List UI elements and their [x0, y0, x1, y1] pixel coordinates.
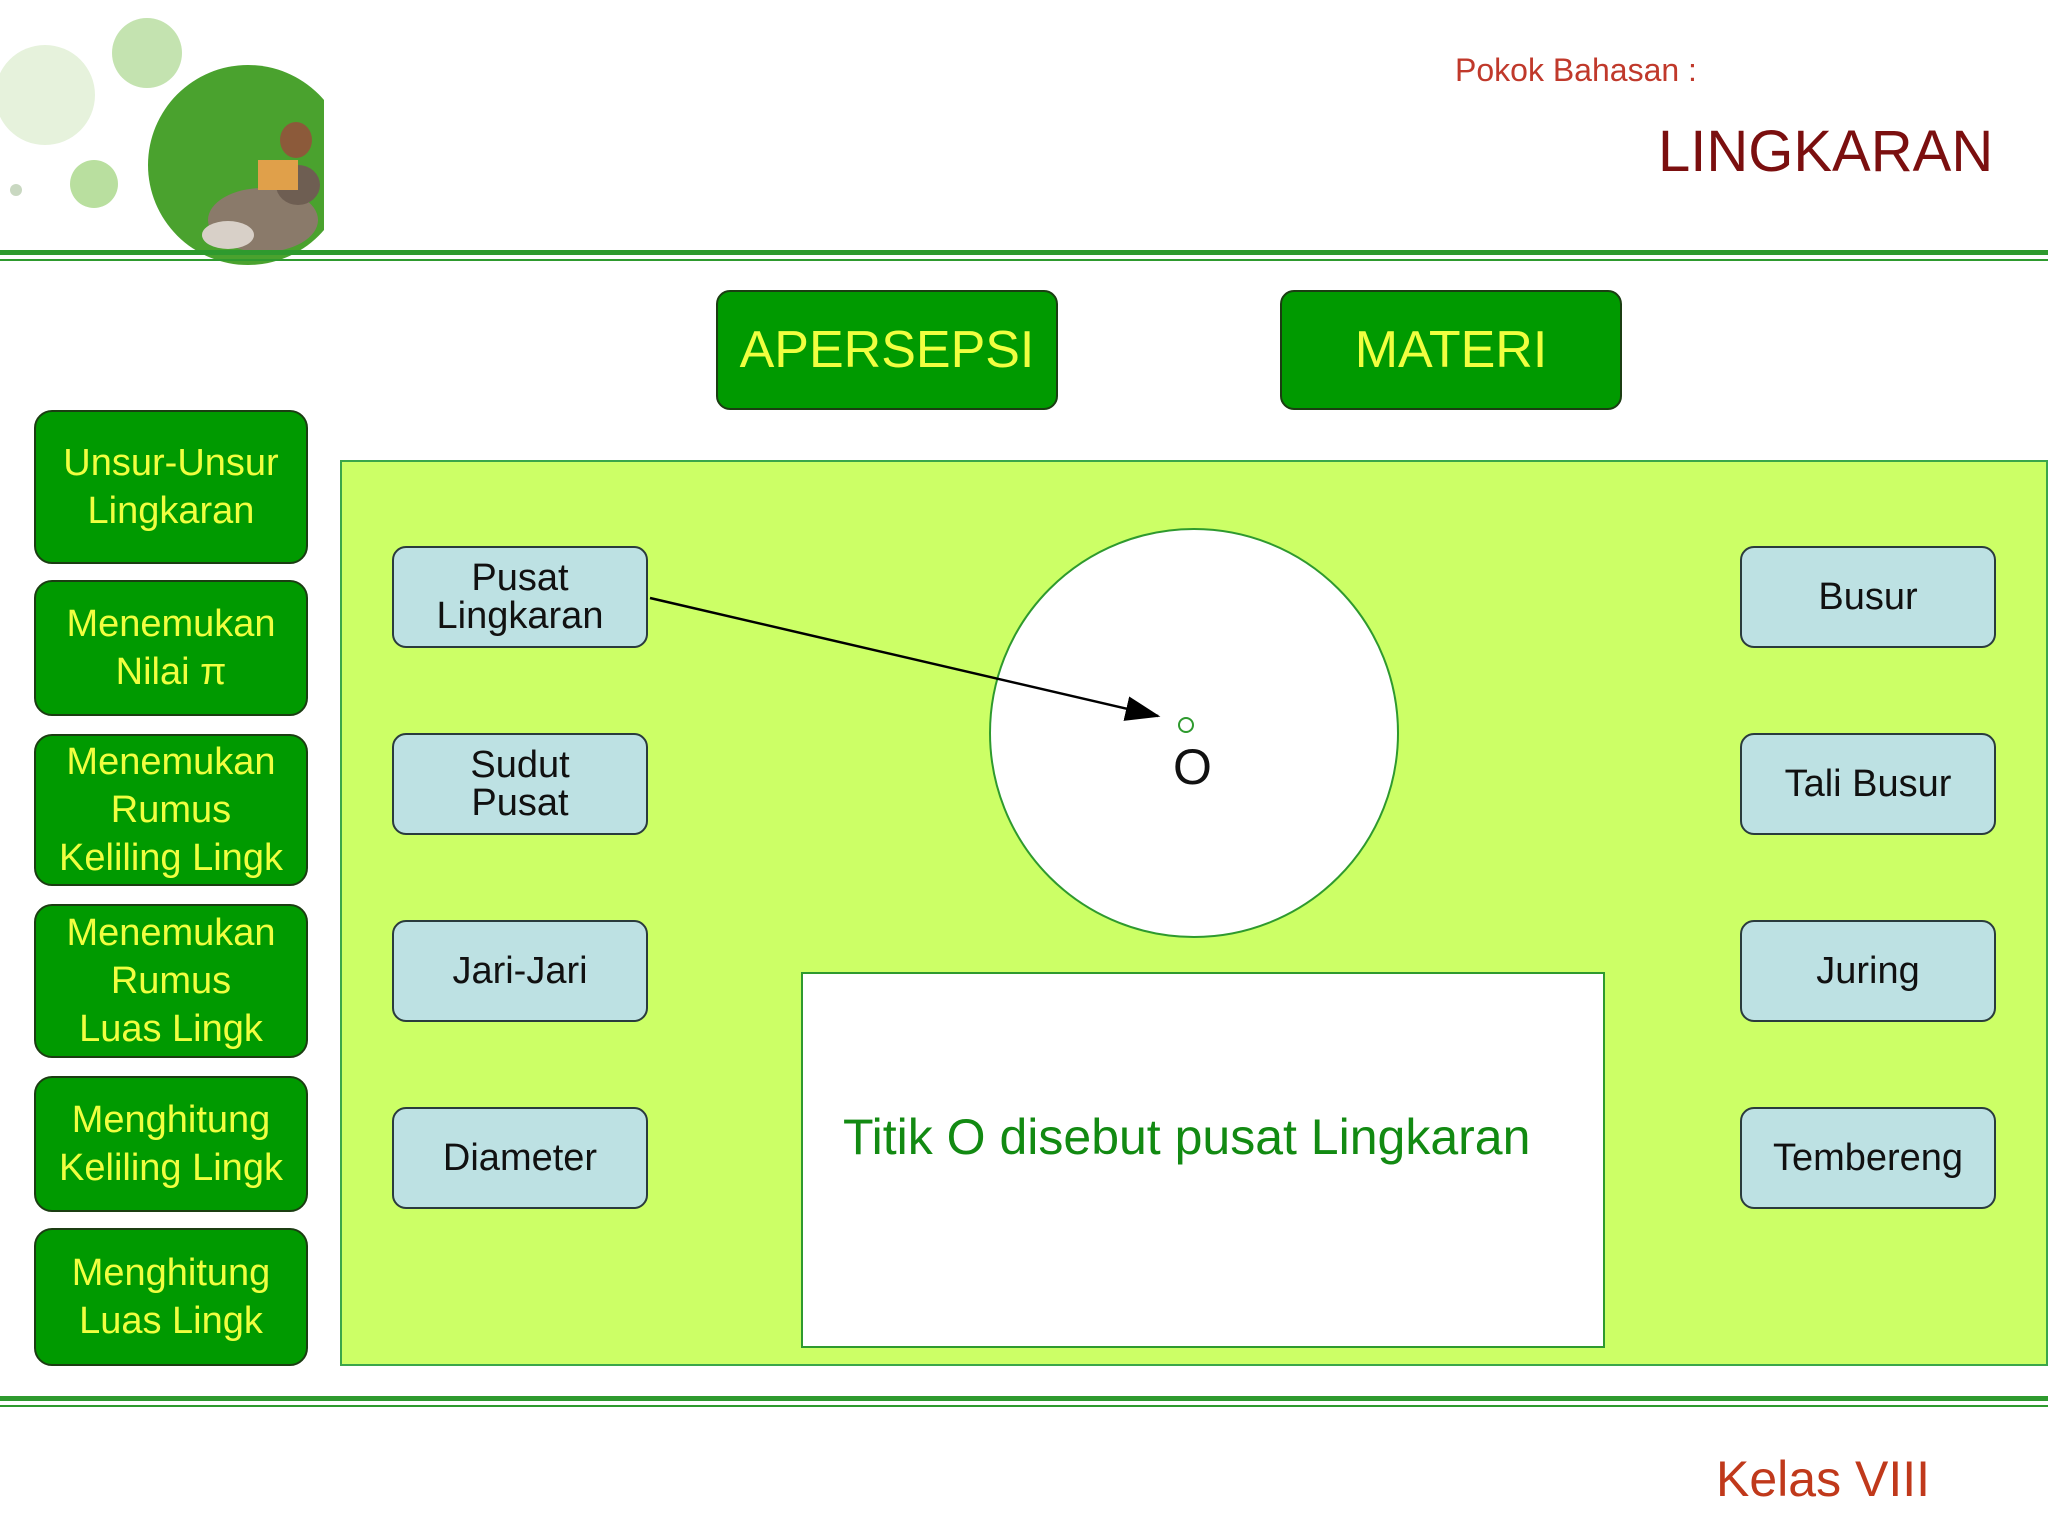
center-point	[1178, 717, 1194, 733]
decor-circle	[0, 45, 95, 145]
page-title: LINGKARAN	[1658, 119, 1994, 184]
term-pusat-lingkaran-button[interactable]: Pusat Lingkaran	[392, 546, 648, 648]
sidebar-item-rumus-luas[interactable]: Menemukan Rumus Luas Lingk	[34, 904, 308, 1058]
term-juring-button[interactable]: Juring	[1740, 920, 1996, 1022]
sidebar-item-unsur-unsur[interactable]: Unsur-Unsur Lingkaran	[34, 410, 308, 564]
term-diameter-button[interactable]: Diameter	[392, 1107, 648, 1209]
sidebar-item-nilai-pi[interactable]: Menemukan Nilai π	[34, 580, 308, 716]
pointer-arrow	[649, 596, 1161, 721]
divider	[0, 1396, 2048, 1401]
logo-mascot	[148, 65, 324, 265]
sidebar-item-label: Menemukan Nilai π	[66, 603, 276, 693]
info-box	[801, 972, 1605, 1348]
term-label: Juring	[1816, 950, 1920, 992]
term-label: Diameter	[442, 1137, 598, 1179]
subtitle: Pokok Bahasan :	[1455, 52, 1697, 88]
term-tembereng-button[interactable]: Tembereng	[1740, 1107, 1996, 1209]
decor-circle	[70, 160, 118, 208]
mascot-icon	[202, 122, 320, 252]
term-label: Jari-Jari	[452, 950, 588, 992]
sidebar-item-label: Menghitung Luas Lingk	[71, 1252, 271, 1342]
sidebar-item-hitung-luas[interactable]: Menghitung Luas Lingk	[34, 1228, 308, 1366]
decor-circle	[10, 184, 22, 196]
term-label: Tali Busur	[1784, 763, 1952, 805]
info-text: Titik O disebut pusat Lingkaran	[843, 1109, 1531, 1165]
divider	[0, 1405, 2048, 1407]
term-jari-jari-button[interactable]: Jari-Jari	[392, 920, 648, 1022]
materi-button[interactable]: MATERI	[1280, 290, 1622, 410]
class-label: Kelas VIII	[1716, 1451, 1930, 1507]
sidebar-item-label: Unsur-Unsur Lingkaran	[63, 442, 279, 532]
term-busur-button[interactable]: Busur	[1740, 546, 1996, 648]
term-tali-busur-button[interactable]: Tali Busur	[1740, 733, 1996, 835]
term-label: Tembereng	[1772, 1137, 1964, 1179]
term-label: Sudut Pusat	[470, 744, 570, 824]
term-sudut-pusat-button[interactable]: Sudut Pusat	[392, 733, 648, 835]
lingkaran-circle	[989, 528, 1399, 938]
term-label: Pusat Lingkaran	[436, 557, 604, 637]
sidebar-item-hitung-keliling[interactable]: Menghitung Keliling Lingk	[34, 1076, 308, 1212]
term-label: Busur	[1818, 576, 1918, 618]
apersepsi-button[interactable]: APERSEPSI	[716, 290, 1058, 410]
sidebar-item-label: Menghitung Keliling Lingk	[59, 1099, 283, 1189]
sidebar-item-rumus-keliling[interactable]: Menemukan Rumus Keliling Lingk	[34, 734, 308, 886]
center-label: O	[1173, 739, 1212, 795]
decor-circle	[112, 18, 182, 88]
divider	[0, 250, 2048, 255]
divider	[0, 259, 2048, 261]
sidebar-item-label: Menemukan Rumus Keliling Lingk	[59, 741, 283, 879]
sidebar-item-label: Menemukan Rumus Luas Lingk	[66, 912, 276, 1050]
